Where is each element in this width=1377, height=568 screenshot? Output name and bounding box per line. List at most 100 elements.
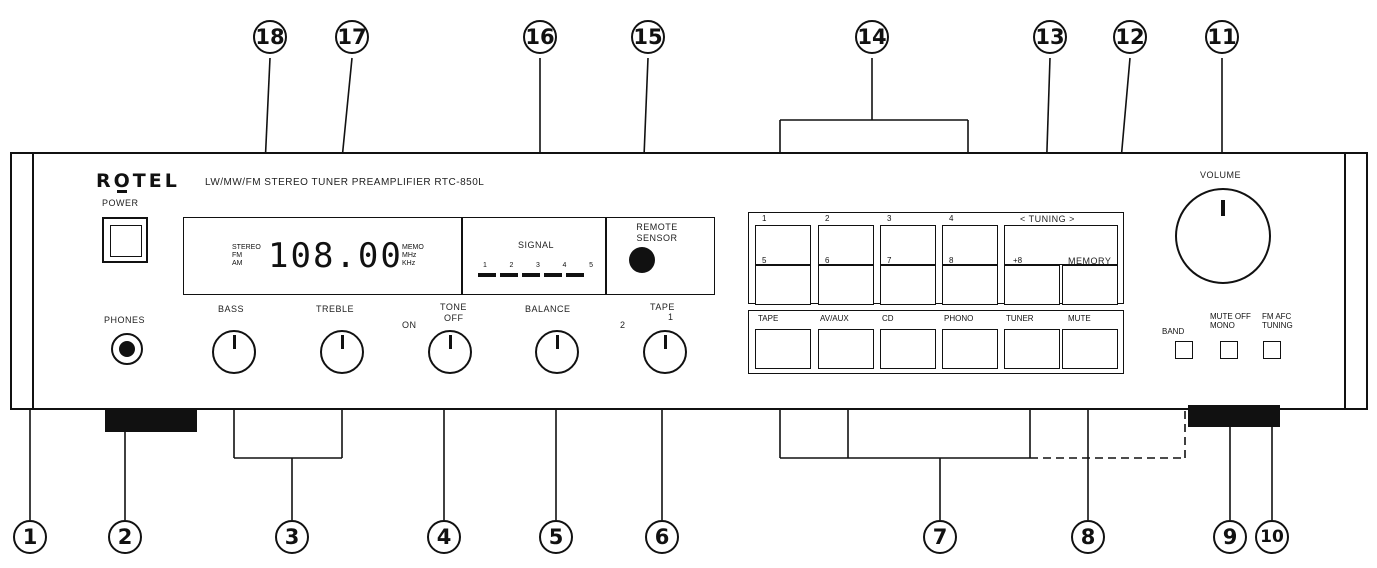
signal-scale-5: 5: [589, 262, 593, 269]
callout-15: 15: [631, 20, 665, 54]
power-label: POWER: [102, 198, 139, 208]
power-button[interactable]: [102, 217, 148, 263]
volume-label: VOLUME: [1200, 170, 1242, 180]
callout-9: 9: [1213, 520, 1247, 554]
preset-label-5: 5: [762, 256, 767, 265]
callout-2: 2: [108, 520, 142, 554]
preset-label-6: 6: [825, 256, 830, 265]
phones-jack[interactable]: [111, 333, 143, 365]
preset-label-8: 8: [949, 256, 954, 265]
treble-knob[interactable]: [320, 330, 364, 374]
preset-label-3: 3: [887, 214, 892, 223]
right-end-cap: [1344, 152, 1368, 410]
source-label-tuner: TUNER: [1006, 314, 1034, 323]
signal-scale-2: 2: [509, 262, 514, 269]
callout-10: 10: [1255, 520, 1289, 554]
tape-knob[interactable]: [643, 330, 687, 374]
tape-sub-label: 1: [668, 312, 674, 322]
afc-button[interactable]: [1263, 341, 1281, 359]
source-button-tuner[interactable]: [1004, 329, 1060, 369]
callout-17: 17: [335, 20, 369, 54]
display-window: [183, 217, 715, 295]
model-line: LW/MW/FM STEREO TUNER PREAMPLIFIER RTC-8…: [205, 177, 485, 188]
preset-button-7[interactable]: [880, 265, 936, 305]
indicator-left-group: STEREO FM AM: [232, 244, 261, 268]
signal-bar-5: [566, 273, 584, 277]
band-label: BAND: [1162, 327, 1185, 336]
left-end-cap: [10, 152, 34, 410]
am-indicator: AM: [232, 260, 243, 267]
preset-label-2: 2: [825, 214, 830, 223]
callout-5: 5: [539, 520, 573, 554]
band-button[interactable]: [1175, 341, 1193, 359]
tone-off-label: OFF: [444, 313, 464, 323]
mute-button[interactable]: [1062, 329, 1118, 369]
tone-label: TONE: [440, 302, 467, 312]
preset-label-plus8: +8: [1013, 256, 1023, 265]
bass-label: BASS: [218, 304, 245, 314]
preset-label-1: 1: [762, 214, 767, 223]
callout-6: 6: [645, 520, 679, 554]
tone-knob[interactable]: [428, 330, 472, 374]
khz-indicator: KHz: [402, 260, 416, 267]
callout-3: 3: [275, 520, 309, 554]
signal-bar-1: [478, 273, 496, 277]
display-divider-1: [461, 217, 463, 295]
callout-1: 1: [13, 520, 47, 554]
preset-button-2[interactable]: [818, 225, 874, 265]
callout-8: 8: [1071, 520, 1105, 554]
memory-button[interactable]: [1062, 265, 1118, 305]
tuning-button[interactable]: [1004, 225, 1118, 265]
preset-button-6[interactable]: [818, 265, 874, 305]
source-button-avaux[interactable]: [818, 329, 874, 369]
brand-logo: ROTEL: [96, 170, 180, 192]
left-foot: [105, 410, 197, 432]
balance-label: BALANCE: [525, 304, 571, 314]
preset-button-5[interactable]: [755, 265, 811, 305]
preset-button-8[interactable]: [942, 265, 998, 305]
signal-label: SIGNAL: [518, 240, 555, 250]
signal-bar-4: [544, 273, 562, 277]
source-button-tape[interactable]: [755, 329, 811, 369]
signal-scale-3: 3: [536, 262, 540, 269]
source-label-tape: TAPE: [758, 314, 779, 323]
fm-indicator: FM: [232, 252, 243, 259]
source-label-avaux: AV/AUX: [820, 314, 849, 323]
fm-afc-tuning-label: FM AFC TUNING: [1262, 312, 1293, 330]
preset-button-4[interactable]: [942, 225, 998, 265]
callout-11: 11: [1205, 20, 1239, 54]
preset-button-1[interactable]: [755, 225, 811, 265]
balance-knob[interactable]: [535, 330, 579, 374]
preset-button-plus8[interactable]: [1004, 265, 1060, 305]
right-foot: [1188, 405, 1280, 427]
source-button-cd[interactable]: [880, 329, 936, 369]
volume-knob[interactable]: [1175, 188, 1271, 284]
stereo-indicator: STEREO: [232, 244, 261, 251]
mono-button[interactable]: [1220, 341, 1238, 359]
remote-sensor-label: REMOTE SENSOR: [636, 222, 678, 243]
remote-sensor: [629, 247, 655, 273]
preset-block: [748, 212, 1124, 304]
callout-4: 4: [427, 520, 461, 554]
signal-scale-1: 1: [483, 262, 487, 269]
muteoff-mono-label: MUTE OFF MONO: [1210, 312, 1251, 330]
indicator-right-group: MEMO MHz KHz: [402, 244, 424, 268]
preset-button-3[interactable]: [880, 225, 936, 265]
callout-14: 14: [855, 20, 889, 54]
source-block: [748, 310, 1124, 374]
source-button-phono[interactable]: [942, 329, 998, 369]
source-label-mute: MUTE: [1068, 314, 1091, 323]
preset-label-7: 7: [887, 256, 892, 265]
tone-on-label: ON: [402, 320, 417, 330]
bass-knob[interactable]: [212, 330, 256, 374]
treble-label: TREBLE: [316, 304, 355, 314]
display-divider-2: [605, 217, 607, 295]
tuning-label: < TUNING >: [1020, 214, 1075, 224]
memory-label: MEMORY: [1068, 256, 1112, 266]
tape-label: TAPE: [650, 302, 675, 312]
power-indicator: [117, 190, 127, 193]
source-label-phono: PHONO: [944, 314, 974, 323]
signal-scale-4: 4: [562, 262, 567, 269]
signal-scale: 1 2 3 4 5: [483, 262, 593, 270]
signal-bar-2: [500, 273, 518, 277]
